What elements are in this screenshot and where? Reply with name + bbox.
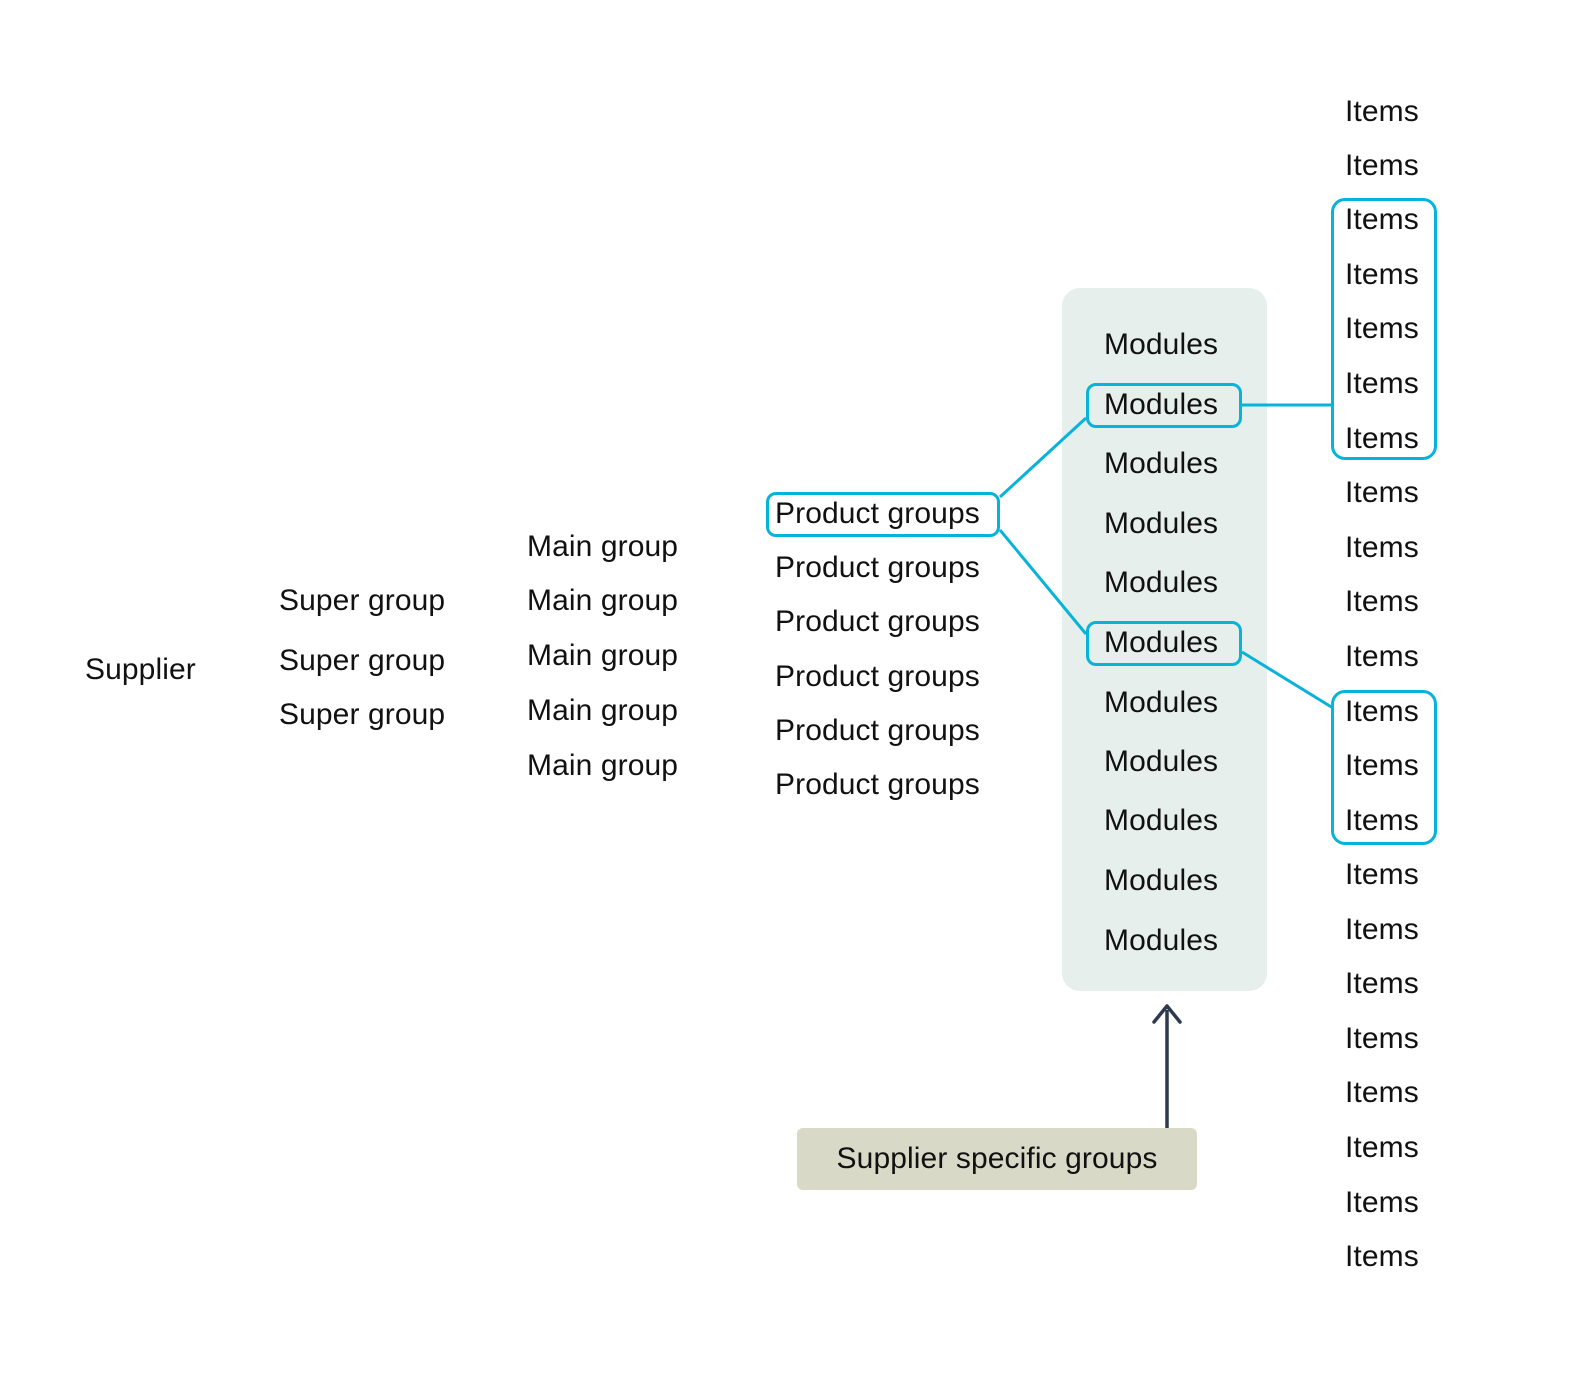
node-items-20[interactable]: Items [1345,1131,1419,1164]
node-supplier-1[interactable]: Supplier [85,653,196,686]
node-super-group-1[interactable]: Super group [279,584,446,617]
node-product-groups-5[interactable]: Product groups [775,714,980,747]
node-modules-8[interactable]: Modules [1104,745,1219,778]
node-items-5[interactable]: Items [1345,312,1419,345]
product-group-highlight-box[interactable] [766,492,1000,537]
node-items-7[interactable]: Items [1345,422,1419,455]
node-modules-1[interactable]: Modules [1104,328,1219,361]
node-product-groups-3[interactable]: Product groups [775,605,980,638]
node-main-group-1[interactable]: Main group [527,530,679,563]
node-product-groups-6[interactable]: Product groups [775,768,980,801]
node-items-22[interactable]: Items [1345,1240,1419,1273]
node-items-13[interactable]: Items [1345,749,1419,782]
node-modules-2[interactable]: Modules [1104,388,1219,421]
node-items-18[interactable]: Items [1345,1022,1419,1055]
node-modules-5[interactable]: Modules [1104,566,1219,599]
node-items-8[interactable]: Items [1345,476,1419,509]
node-modules-10[interactable]: Modules [1104,864,1219,897]
node-items-19[interactable]: Items [1345,1076,1419,1109]
items-group-box-2[interactable] [1331,690,1437,845]
node-modules-11[interactable]: Modules [1104,924,1219,957]
arrow-head-icon [1152,1004,1182,1024]
node-modules-7[interactable]: Modules [1104,686,1219,719]
node-main-group-2[interactable]: Main group [527,584,679,617]
node-items-17[interactable]: Items [1345,967,1419,1000]
node-items-14[interactable]: Items [1345,804,1419,837]
items-group-box-1[interactable] [1331,198,1437,460]
node-product-groups-4[interactable]: Product groups [775,660,980,693]
node-items-2[interactable]: Items [1345,149,1419,182]
node-super-group-2[interactable]: Super group [279,644,446,677]
node-items-15[interactable]: Items [1345,858,1419,891]
node-items-12[interactable]: Items [1345,695,1419,728]
node-items-6[interactable]: Items [1345,367,1419,400]
node-modules-6[interactable]: Modules [1104,626,1219,659]
node-main-group-3[interactable]: Main group [527,639,679,672]
node-main-group-4[interactable]: Main group [527,694,679,727]
node-modules-9[interactable]: Modules [1104,804,1219,837]
node-main-group-5[interactable]: Main group [527,749,679,782]
node-items-11[interactable]: Items [1345,640,1419,673]
node-items-4[interactable]: Items [1345,258,1419,291]
node-items-16[interactable]: Items [1345,913,1419,946]
module-highlight-box-6[interactable] [1086,621,1242,666]
module-highlight-box-2[interactable] [1086,383,1242,428]
node-product-groups-2[interactable]: Product groups [775,551,980,584]
supplier-specific-groups-callout[interactable]: Supplier specific groups [797,1128,1197,1190]
node-items-3[interactable]: Items [1345,203,1419,236]
node-super-group-3[interactable]: Super group [279,698,446,731]
modules-panel [1062,288,1267,991]
node-items-9[interactable]: Items [1345,531,1419,564]
node-items-21[interactable]: Items [1345,1186,1419,1219]
node-items-10[interactable]: Items [1345,585,1419,618]
node-product-groups-1[interactable]: Product groups [775,497,980,530]
node-modules-4[interactable]: Modules [1104,507,1219,540]
node-modules-3[interactable]: Modules [1104,447,1219,480]
supplier-specific-groups-label: Supplier specific groups [836,1142,1158,1175]
node-items-1[interactable]: Items [1345,95,1419,128]
